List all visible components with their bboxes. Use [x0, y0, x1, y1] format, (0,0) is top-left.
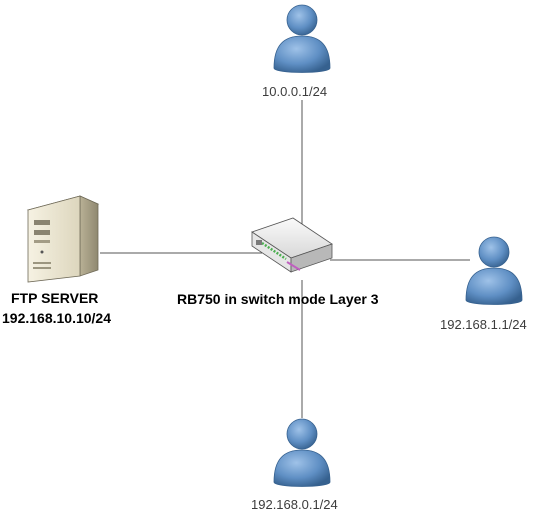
switch-icon — [251, 217, 333, 273]
top-user-ip-label: 10.0.0.1/24 — [262, 84, 328, 99]
user-icon — [465, 236, 523, 305]
server-name-label: FTP SERVER — [11, 290, 99, 306]
user-icon — [273, 4, 331, 73]
server-ip-label: 192.168.10.10/24 — [2, 310, 111, 326]
server-icon — [26, 195, 100, 283]
right-user-ip-label: 192.168.1.1/24 — [440, 317, 527, 332]
bottom-user-ip-label: 192.168.0.1/24 — [251, 497, 338, 512]
user-icon — [273, 418, 331, 487]
switch-label: RB750 in switch mode Layer 3 — [177, 291, 379, 307]
connection-lines — [100, 100, 470, 418]
